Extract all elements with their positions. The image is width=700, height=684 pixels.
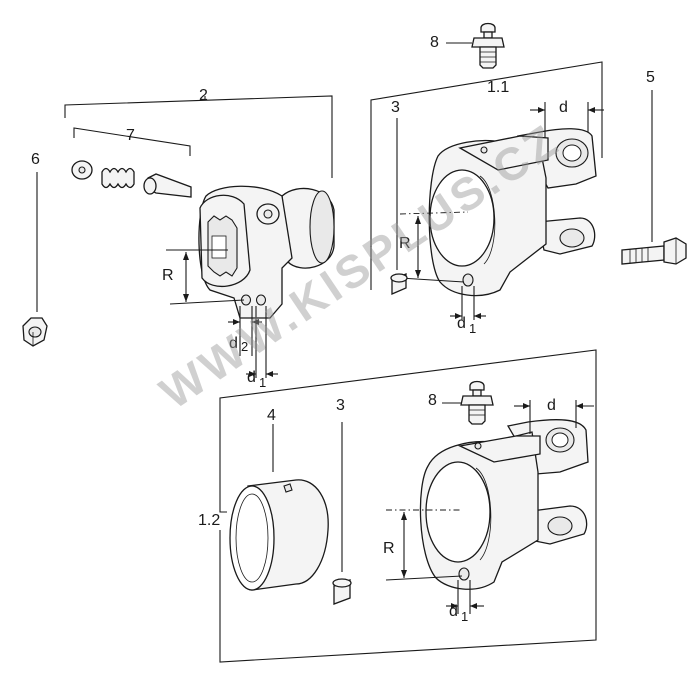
label-item-3-bottom: 3 bbox=[336, 397, 345, 414]
label-item-1-2: 1.2 bbox=[198, 512, 221, 529]
label-d1-right: d bbox=[457, 315, 466, 332]
label-d1-right-subscript: 1 bbox=[469, 321, 477, 336]
part-3-bush-bottom bbox=[332, 578, 352, 605]
label-item-1-1: 1.1 bbox=[487, 79, 510, 96]
label-item-2: 2 bbox=[199, 87, 208, 104]
label-d1-left: d bbox=[247, 369, 256, 386]
dim-left-R-d bbox=[166, 249, 278, 378]
frame-1-2 bbox=[219, 349, 597, 663]
dim-top-d bbox=[530, 102, 604, 138]
label-item-6: 6 bbox=[31, 151, 40, 168]
part-4-sleeve bbox=[229, 479, 329, 591]
label-R-bottom: R bbox=[383, 540, 395, 557]
part-8-grease-nipple-top bbox=[471, 22, 505, 69]
label-d1-bottom-subscript: 1 bbox=[461, 609, 469, 624]
label-item-3-top: 3 bbox=[391, 99, 400, 116]
dim-right-R-d bbox=[399, 211, 486, 320]
leader-2 bbox=[64, 95, 333, 178]
leader-7 bbox=[73, 127, 191, 156]
label-R-left: R bbox=[162, 267, 174, 284]
label-d1-left-subscript: 1 bbox=[259, 375, 267, 390]
dim-bottom-R-d bbox=[385, 509, 484, 614]
part-8-grease-nipple-bottom bbox=[460, 380, 494, 425]
part-7-pin-set bbox=[71, 160, 192, 198]
label-d2: d bbox=[229, 335, 238, 352]
label-item-8-bottom: 8 bbox=[428, 392, 437, 409]
label-d2-subscript: 2 bbox=[241, 339, 249, 354]
dim-bottom-d bbox=[514, 400, 594, 434]
part-3-bush-top bbox=[390, 273, 408, 295]
label-item-7: 7 bbox=[126, 127, 135, 144]
part-1-1-yoke bbox=[428, 128, 597, 297]
part-2-clamp-yoke bbox=[198, 185, 335, 319]
part-6-nut bbox=[22, 317, 48, 347]
label-d-top: d bbox=[559, 99, 568, 116]
label-d1-bottom: d bbox=[449, 603, 458, 620]
label-item-4: 4 bbox=[267, 407, 276, 424]
label-item-5: 5 bbox=[646, 69, 655, 86]
part-5-bolt bbox=[621, 237, 687, 265]
part-1-2-yoke bbox=[419, 418, 589, 590]
label-item-8-top: 8 bbox=[430, 34, 439, 51]
label-d-bottom: d bbox=[547, 397, 556, 414]
label-R-right: R bbox=[399, 235, 411, 252]
